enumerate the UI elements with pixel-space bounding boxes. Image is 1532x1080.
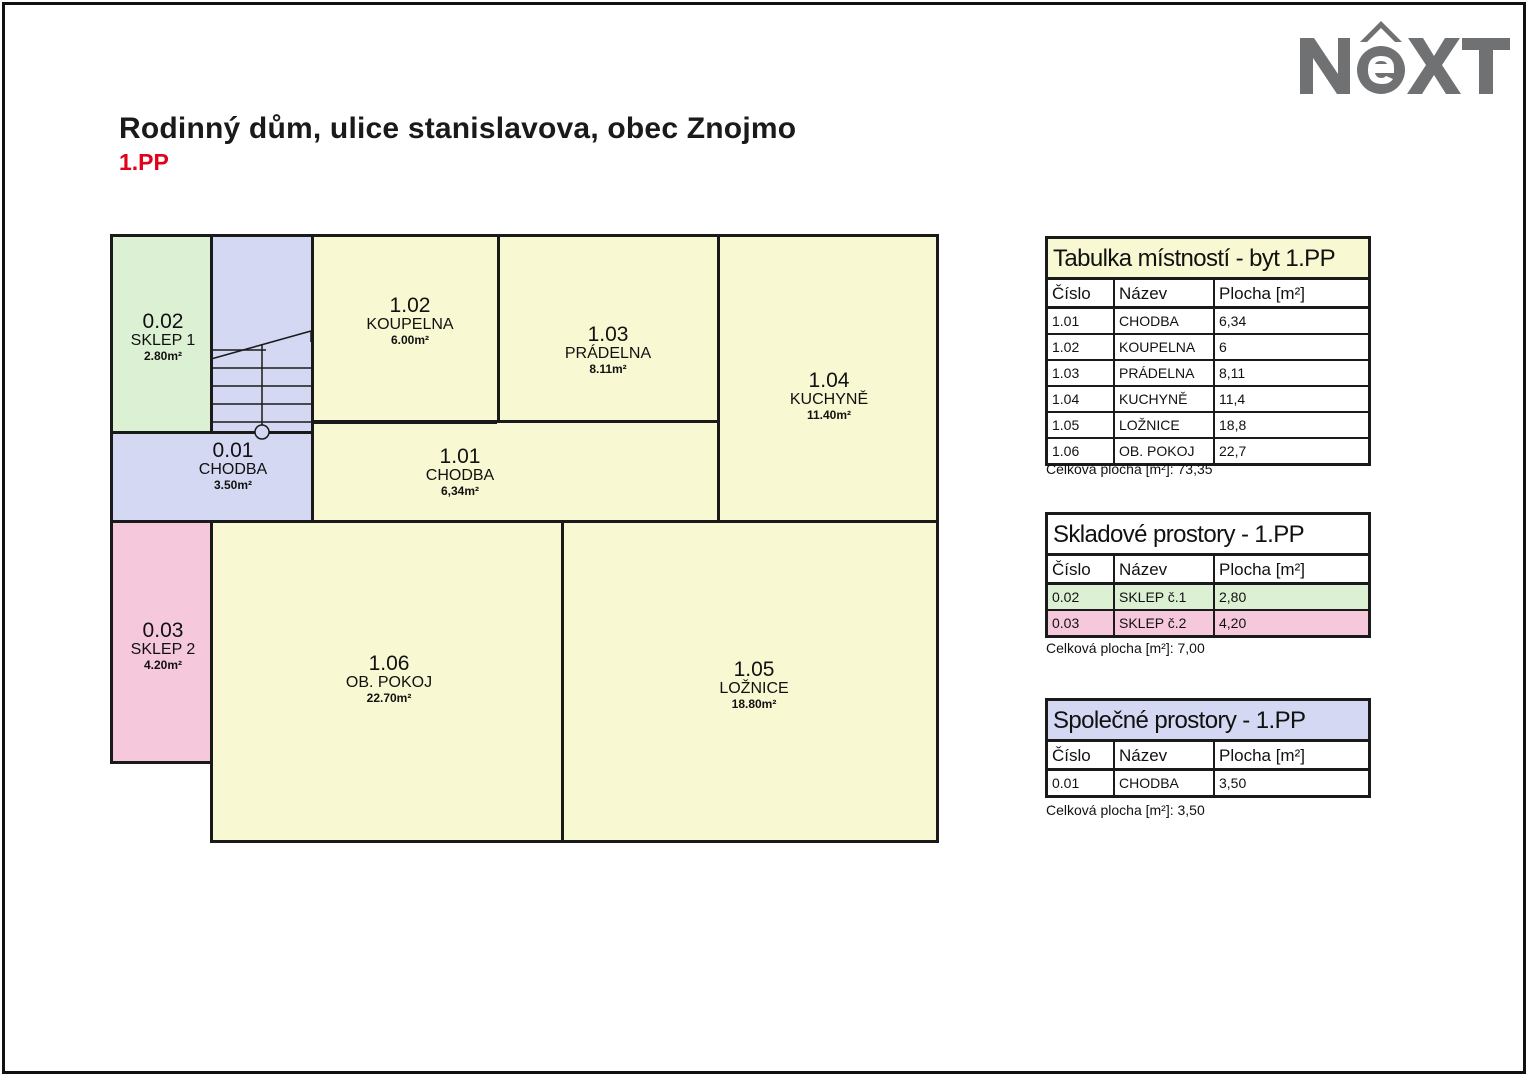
label-room-1-03: 1.03 PRÁDELNA 8.11m² [564,323,652,376]
common-total-area: Celková plocha [m²]: 3,50 [1046,802,1205,818]
room-0-01[interactable] [110,431,314,523]
label-room-1-01: 1.01 CHODBA 6,34m² [425,445,495,498]
table-row: 1.05 LOŽNICE 18,8 [1048,413,1368,439]
table-title: Společné prostory - 1.PP [1048,701,1368,742]
table-row: 1.02 KOUPELNA 6 [1048,335,1368,361]
table-row: 1.03 PRÁDELNA 8,11 [1048,361,1368,387]
stair-start-marker [254,424,270,440]
table-header-row: Číslo Název Plocha [m²] [1048,742,1368,771]
next-logo [1300,21,1510,94]
storage-total-area: Celková plocha [m²]: 7,00 [1046,640,1205,656]
room-1-05[interactable] [561,520,939,843]
corridor-join [314,421,497,424]
table-row: 0.01 CHODBA 3,50 [1048,771,1368,795]
label-room-0-03: 0.03 SKLEP 2 4.20m² [130,619,196,672]
room-1-04[interactable] [717,234,939,523]
table-row: 1.04 KUCHYNĚ 11,4 [1048,387,1368,413]
floor-label: 1.PP [119,149,169,175]
room-1-01[interactable] [311,420,720,523]
room-1-03[interactable] [497,234,720,449]
table-row: 0.03 SKLEP č.2 4,20 [1048,611,1368,635]
label-room-1-05: 1.05 LOŽNICE 18.80m² [719,658,789,711]
label-room-1-06: 1.06 OB. POKOJ 22.70m² [345,652,433,705]
label-room-1-02: 1.02 KOUPELNA 6.00m² [366,294,454,347]
table-common-areas: Společné prostory - 1.PP Číslo Název Plo… [1045,698,1371,798]
label-room-0-01: 0.01 CHODBA 3.50m² [198,439,268,492]
room-1-06[interactable] [210,520,564,843]
room-1-02[interactable] [311,234,501,423]
house-roof-icon [1360,21,1402,42]
table-apartment-rooms: Tabulka místností - byt 1.PP Číslo Název… [1045,236,1371,466]
table-storage: Skladové prostory - 1.PP Číslo Název Plo… [1045,512,1371,638]
apartment-total-area: Celková plocha [m²]: 73,35 [1046,461,1213,477]
table-title: Tabulka místností - byt 1.PP [1048,239,1368,280]
page-title: Rodinný dům, ulice stanislavova, obec Zn… [119,112,797,145]
table-header-row: Číslo Název Plocha [m²] [1048,280,1368,309]
logo-letter-n [1300,38,1350,94]
room-0-03[interactable] [110,520,213,764]
table-row: 1.06 OB. POKOJ 22,7 [1048,439,1368,463]
label-room-1-04: 1.04 KUCHYNĚ 11.40m² [789,369,869,422]
table-header-row: Číslo Název Plocha [m²] [1048,556,1368,585]
label-room-0-02: 0.02 SKLEP 1 2.80m² [130,310,196,363]
table-row: 0.02 SKLEP č.1 2,80 [1048,585,1368,611]
table-row: 1.01 CHODBA 6,34 [1048,309,1368,335]
logo-letter-t [1462,38,1510,94]
logo-letter-x [1407,38,1461,94]
table-title: Skladové prostory - 1.PP [1048,515,1368,556]
